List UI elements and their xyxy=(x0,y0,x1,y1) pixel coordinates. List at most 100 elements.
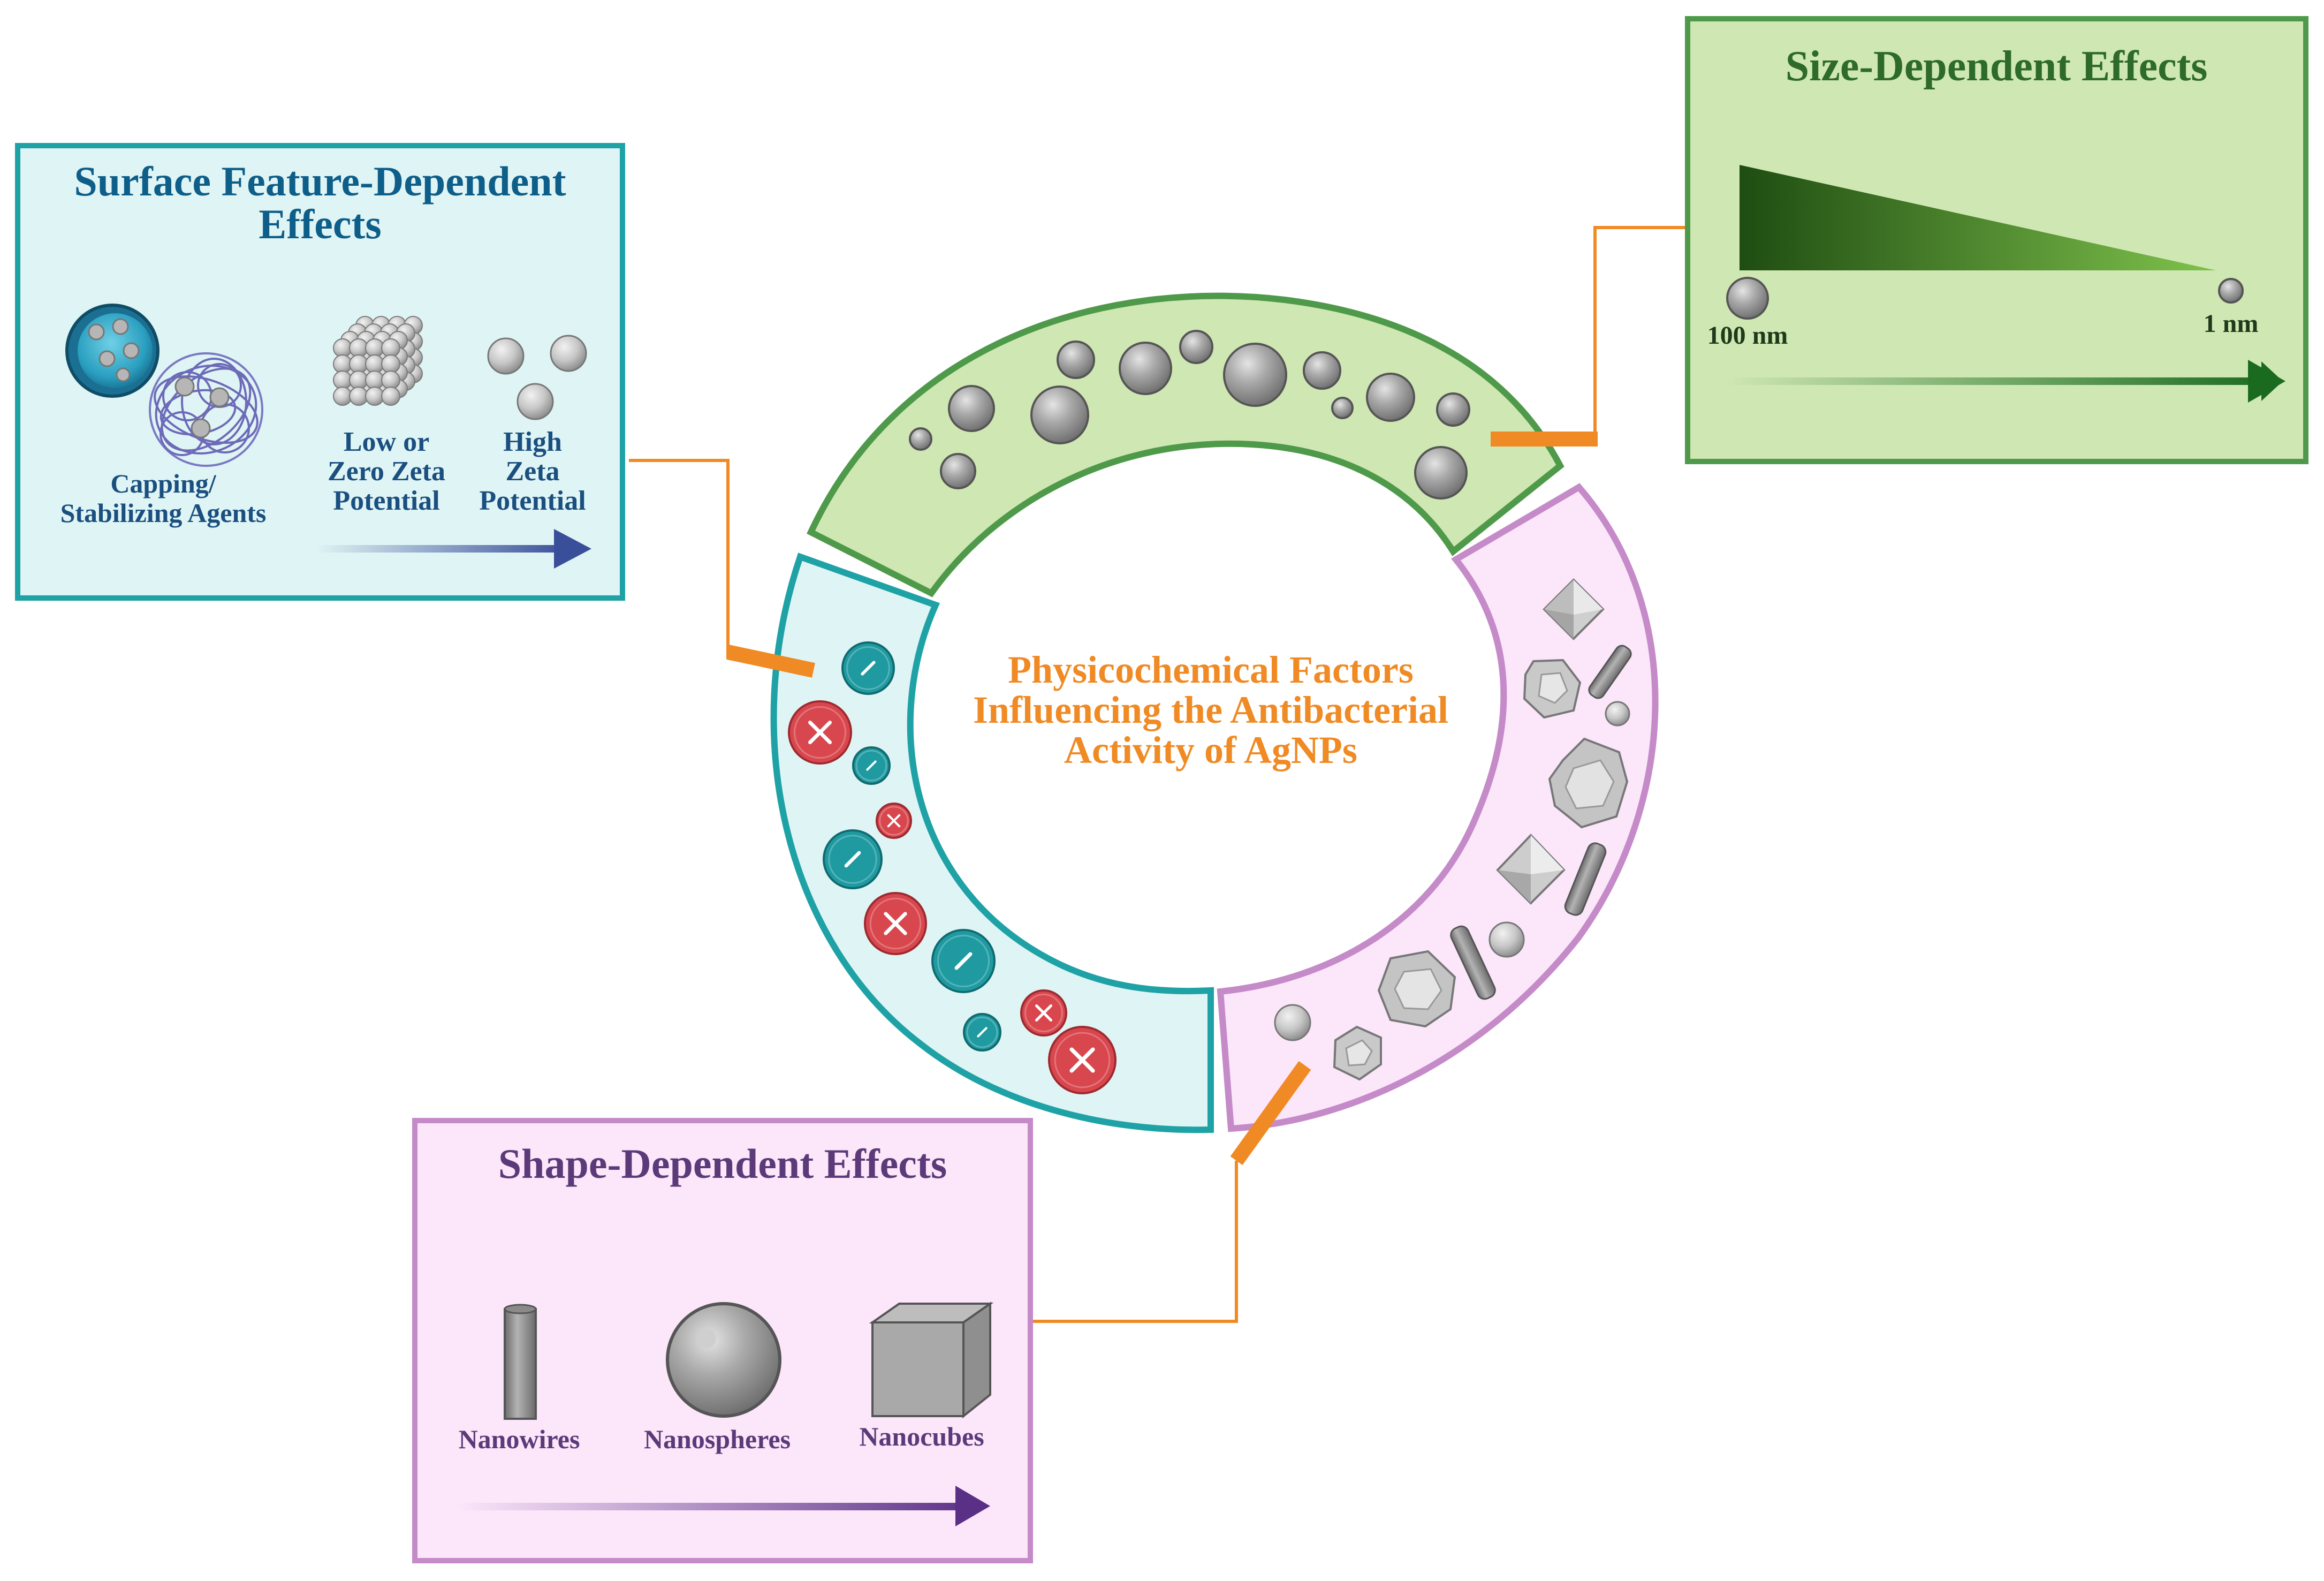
polyhedron-particle xyxy=(1523,659,1582,719)
surface-arrow xyxy=(316,529,591,569)
sphere-particle xyxy=(1274,1004,1311,1041)
shape-label: Nanocubes xyxy=(859,1421,984,1451)
aggregate-sphere xyxy=(349,370,368,390)
surface-segment-charges xyxy=(788,641,1117,1094)
connector-line-shape xyxy=(1033,1161,1238,1323)
positive-charge xyxy=(876,803,912,839)
connectors xyxy=(629,226,1701,1323)
pyramid-particle xyxy=(1496,834,1566,905)
high-zeta-label-line: High xyxy=(503,427,562,457)
rod-particle xyxy=(1564,842,1607,916)
aggregate-sphere xyxy=(365,338,384,358)
size-label-large: 100 nm xyxy=(1707,321,1788,350)
sphere-particle xyxy=(1605,701,1630,727)
sphere-particle xyxy=(1488,921,1525,958)
large-particle-icon xyxy=(1726,277,1769,320)
polyhedron-particle xyxy=(1333,1025,1382,1081)
positive-charge xyxy=(1048,1026,1117,1094)
dispersed-nanoparticles-icon xyxy=(487,335,587,420)
aggregate-sphere xyxy=(365,354,384,374)
small-particle-icon xyxy=(2218,278,2244,304)
aggregate-sphere xyxy=(365,387,384,406)
particle xyxy=(1119,342,1172,395)
ring-segment-shape xyxy=(1217,483,1659,1132)
aggregate-sphere xyxy=(365,370,384,390)
aggregate-sphere xyxy=(333,338,352,358)
particle xyxy=(1303,351,1341,390)
connector-bar-shape xyxy=(1230,1061,1311,1166)
negative-charge xyxy=(963,1013,1001,1052)
particle xyxy=(1057,341,1095,379)
positive-charge xyxy=(788,700,852,765)
center-title-line: Physicochemical Factors xyxy=(1008,648,1414,691)
negative-charge xyxy=(823,829,883,889)
aggregate-sphere xyxy=(381,370,400,390)
negative-charge xyxy=(931,929,996,993)
shape-label: Nanospheres xyxy=(644,1424,791,1454)
size-panel-title: Size-Dependent Effects xyxy=(1786,43,2208,90)
surface-panel-title-line: Surface Feature-Dependent xyxy=(74,158,566,205)
ring-segment-size xyxy=(807,292,1564,597)
shape-arrow xyxy=(458,1486,990,1526)
size-segment-particles xyxy=(909,330,1470,500)
nanocube-icon xyxy=(869,1302,994,1419)
particle xyxy=(1223,343,1287,407)
polyhedron-particle xyxy=(1377,950,1456,1028)
capping-label-line: Stabilizing Agents xyxy=(60,498,267,528)
rod-particle xyxy=(1588,645,1632,699)
aggregated-nanoparticles-icon xyxy=(333,316,423,406)
low-zeta-label-line: Zero Zeta xyxy=(328,456,445,487)
surface-panel: Surface Feature-Dependent Effects xyxy=(15,143,625,601)
particle xyxy=(940,453,976,489)
capping-agent-icon xyxy=(65,304,263,467)
connector-bar-surface xyxy=(726,645,815,678)
size-panel: Size-Dependent Effects 100 nm 1 nm xyxy=(1685,16,2308,464)
nanowire-icon xyxy=(504,1304,537,1420)
shape-panel: Shape-Dependent Effects Nanowires Nanosp… xyxy=(412,1118,1033,1563)
connector-line-size xyxy=(1593,226,1701,439)
capping-label-line: Capping/ xyxy=(110,468,216,498)
center-title: Physicochemical Factors Influencing the … xyxy=(973,648,1448,771)
positive-charge xyxy=(864,892,927,955)
particle xyxy=(1030,385,1089,444)
particle xyxy=(948,385,995,432)
particle xyxy=(1366,373,1415,422)
aggregate-sphere xyxy=(349,354,368,374)
aggregate-sphere xyxy=(381,354,400,374)
aggregate-sphere xyxy=(333,387,352,406)
particle xyxy=(1436,392,1470,427)
size-gradient-triangle xyxy=(1740,165,2216,270)
shape-segment-particles xyxy=(1274,578,1632,1081)
size-arrow xyxy=(1726,360,2285,403)
aggregate-sphere xyxy=(381,387,400,406)
connector-line-surface xyxy=(629,459,730,659)
aggregate-sphere xyxy=(381,338,400,358)
particle xyxy=(909,427,932,451)
size-label-small: 1 nm xyxy=(2204,309,2259,338)
low-zeta-label-line: Low or xyxy=(344,427,429,457)
particle xyxy=(1414,446,1468,500)
shape-panel-title: Shape-Dependent Effects xyxy=(498,1140,947,1187)
center-title-line: Influencing the Antibacterial xyxy=(973,689,1448,731)
high-zeta-label-line: Potential xyxy=(479,486,586,516)
low-zeta-label-line: Potential xyxy=(333,486,439,516)
aggregate-sphere xyxy=(349,387,368,406)
surface-panel-title-line: Effects xyxy=(259,201,382,247)
octahedron-particle xyxy=(1543,578,1605,640)
nanosphere-icon xyxy=(666,1302,781,1418)
particle xyxy=(1331,397,1354,419)
particle xyxy=(1179,330,1213,364)
center-title-line: Activity of AgNPs xyxy=(1064,729,1357,771)
high-zeta-label-line: Zeta xyxy=(505,456,559,487)
positive-charge xyxy=(1020,989,1067,1037)
truncated-cube-particle xyxy=(1548,737,1629,829)
ring xyxy=(770,292,1659,1133)
negative-charge xyxy=(841,641,895,695)
aggregate-sphere xyxy=(349,338,368,358)
aggregate-sphere xyxy=(333,354,352,374)
ring-segment-surface xyxy=(770,553,1214,1133)
aggregate-sphere xyxy=(333,370,352,390)
negative-charge xyxy=(852,746,891,785)
